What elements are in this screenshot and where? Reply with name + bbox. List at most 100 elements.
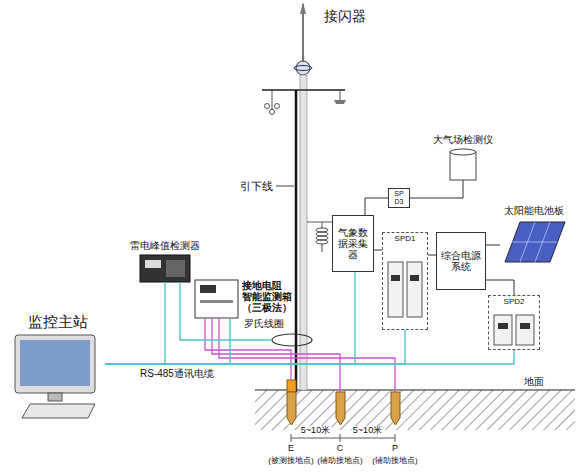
point-note: (辅助接地点) xyxy=(316,457,363,466)
node-text: 综合电源系统 xyxy=(437,250,485,272)
computer-monitor xyxy=(15,335,95,393)
spd-module xyxy=(388,262,403,317)
spd-indicator xyxy=(520,323,530,329)
power-cable xyxy=(374,250,382,251)
dimension-tick xyxy=(395,434,396,442)
lightning-ball xyxy=(296,61,310,75)
anemometer-cup xyxy=(275,104,280,109)
panel-grid xyxy=(520,222,535,262)
measure-wire xyxy=(205,318,291,382)
dimension: 5~10米 xyxy=(300,426,331,436)
point-note: (辅助接地点) xyxy=(371,457,418,466)
point-note: (被测接地点) xyxy=(267,457,314,466)
rod-tip xyxy=(300,2,306,14)
part-label: 接闪器 xyxy=(324,9,366,24)
electrode-e-top xyxy=(287,380,296,392)
power-cable xyxy=(486,245,500,246)
radiation-shield xyxy=(316,232,328,236)
spd-module xyxy=(407,262,422,317)
spd-indicator xyxy=(498,323,508,329)
spd-module xyxy=(494,315,512,345)
anemometer-post xyxy=(272,90,273,110)
peak-detector: 雷电峰值检测器 xyxy=(140,255,190,282)
power-cable xyxy=(365,198,388,215)
weather-collector: 气象数据采集器 xyxy=(332,215,374,272)
electrode-e xyxy=(287,392,296,425)
spd1-group: SPD1 xyxy=(382,232,428,330)
sensor-arm xyxy=(322,222,323,228)
point-letter: P xyxy=(391,444,399,454)
dimension: 5~10米 xyxy=(352,426,383,436)
field-meter-body xyxy=(450,152,476,180)
field-meter: 大气场检测仪 xyxy=(450,150,476,180)
node-text: SPD3 xyxy=(389,190,409,205)
part-label: 引下线 xyxy=(240,180,273,192)
dimension-tick xyxy=(340,434,341,442)
sensor-probe xyxy=(322,244,323,252)
monitor-screen xyxy=(200,285,216,293)
radiation-shield xyxy=(316,228,328,232)
node-text: 太阳能电池板 xyxy=(502,205,565,216)
ground-monitor-box: 接地电阻 智能监测箱 （三极法） xyxy=(195,280,238,318)
radiation-shield xyxy=(316,236,328,240)
panel-grid xyxy=(512,242,557,243)
anemometer-cup xyxy=(270,110,275,115)
power-cable xyxy=(410,180,463,198)
solar-panel-icon xyxy=(505,222,565,262)
rs485-cable xyxy=(105,330,405,364)
point-letter: E xyxy=(287,444,295,454)
solar-panel: 太阳能电池板 xyxy=(500,222,565,262)
monitor-box-icon xyxy=(195,280,238,318)
electrode-c xyxy=(336,392,345,425)
keyboard xyxy=(22,404,95,418)
cable-label: RS-485通讯电缆 xyxy=(140,368,214,379)
node-text: 接地电阻 智能监测箱 （三极法） xyxy=(242,280,292,313)
point-letter: C xyxy=(336,444,345,454)
field-meter-top xyxy=(450,149,476,155)
leader-line xyxy=(276,186,294,187)
ball-ring xyxy=(294,66,312,71)
rs485-cable xyxy=(105,282,165,364)
detector-panel xyxy=(166,260,185,277)
spd-indicator xyxy=(410,275,419,281)
pole xyxy=(300,75,307,390)
measure-wire xyxy=(212,318,340,392)
spd-indicator xyxy=(391,275,400,281)
sensor-arm xyxy=(307,222,332,223)
ground-label: 地面 xyxy=(524,376,544,387)
node-text: 监控主站 xyxy=(10,314,105,331)
detector-display xyxy=(145,260,161,268)
spd2-group: SPD2 xyxy=(488,295,540,350)
wind-vane xyxy=(334,100,346,104)
rs485-cable xyxy=(105,272,355,364)
power-cable xyxy=(428,255,436,256)
peak-detector-icon xyxy=(140,255,190,282)
anemometer-cup xyxy=(265,104,270,109)
rogowski-coil xyxy=(272,334,312,346)
node-text: SPD2 xyxy=(489,298,539,307)
radiation-shield xyxy=(316,240,328,244)
node-text: 雷电峰值检测器 xyxy=(128,240,202,251)
panel-grid xyxy=(535,222,550,262)
rs485-cable xyxy=(105,350,514,364)
spd-module xyxy=(516,315,534,345)
rs485-cable xyxy=(105,318,230,364)
computer-node: 监控主站 xyxy=(10,335,105,420)
monitor-stand xyxy=(48,393,62,401)
power-cable xyxy=(486,280,514,295)
rogowski-coil-node: 罗氏线圈 xyxy=(272,334,312,346)
cross-arm xyxy=(262,89,345,91)
power-system: 综合电源系统 xyxy=(436,232,486,290)
dimension-line xyxy=(291,438,395,439)
measure-wire xyxy=(219,318,395,392)
down-conductor xyxy=(295,90,298,392)
monitor-strip xyxy=(200,300,233,303)
node-text: 罗氏线圈 xyxy=(244,318,284,329)
computer-screen xyxy=(20,340,90,386)
electrode-p xyxy=(391,392,400,425)
node-text: 大气场检测仪 xyxy=(433,134,493,145)
